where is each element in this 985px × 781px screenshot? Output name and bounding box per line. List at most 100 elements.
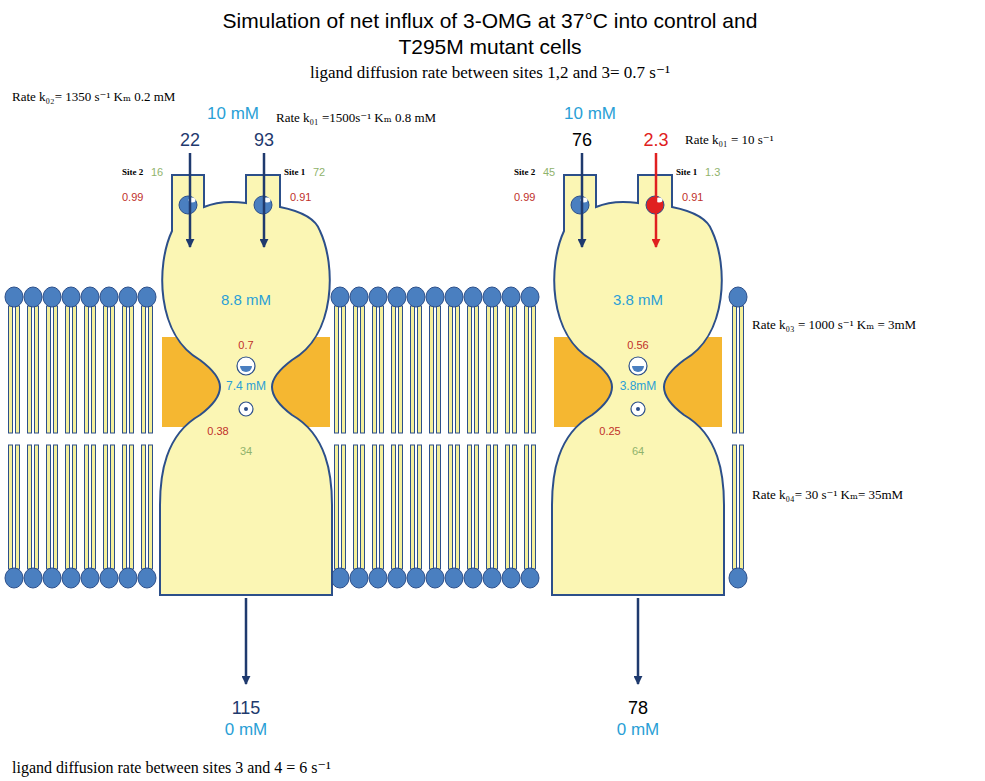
exit-site-dot xyxy=(636,407,640,411)
lipid-tail xyxy=(513,306,517,433)
lipid-tail xyxy=(354,306,358,433)
lipid-molecule xyxy=(369,287,387,588)
lipid-head xyxy=(407,287,425,307)
concentration-value: 3.8mM xyxy=(620,380,657,394)
lipid-tail xyxy=(733,445,737,569)
glucose-transporter: 8.8 mM0.77.4 mM0.3834 xyxy=(160,175,332,595)
lipid-tail xyxy=(130,306,134,433)
lipid-tail xyxy=(92,445,96,569)
lipid-tail xyxy=(354,445,358,569)
lipid-tail xyxy=(740,445,744,569)
site-name: Site 2 xyxy=(122,167,143,177)
flux-value: 78 xyxy=(628,698,648,719)
lipid-tail xyxy=(525,306,529,433)
lipid-head xyxy=(81,568,99,588)
lipid-tail xyxy=(47,445,51,569)
lipid-tail xyxy=(437,306,441,433)
lipid-head xyxy=(331,568,349,588)
lipid-head xyxy=(350,287,368,307)
concentration-value: 7.4 mM xyxy=(226,380,266,394)
lipid-tail xyxy=(111,306,115,433)
lipid-molecule xyxy=(81,287,99,588)
lipid-head xyxy=(100,287,118,307)
lipid-tail xyxy=(73,306,77,433)
lipid-tail xyxy=(142,445,146,569)
lipid-head xyxy=(24,568,42,588)
lipid-tail xyxy=(456,445,460,569)
lipid-tail xyxy=(54,306,58,433)
lipid-tail xyxy=(487,306,491,433)
lipid-head xyxy=(62,568,80,588)
concentration-value: 0.7 xyxy=(238,339,253,352)
lipid-tail xyxy=(85,445,89,569)
lipid-tail xyxy=(85,306,89,433)
transporter-body xyxy=(160,175,332,595)
lipid-tail xyxy=(392,306,396,433)
lipid-head xyxy=(369,287,387,307)
glucose-transporter: 3.8 mM0.563.8mM0.2564 xyxy=(552,175,724,595)
lipid-head xyxy=(445,287,463,307)
flux-value: 76 xyxy=(572,130,592,151)
lipid-tail xyxy=(494,445,498,569)
central-site xyxy=(629,357,647,375)
lipid-tail xyxy=(28,445,32,569)
occupancy-value: 1.3 xyxy=(705,166,720,179)
probability-value: 0.99 xyxy=(122,191,143,204)
lipid-head xyxy=(62,287,80,307)
lipid-head xyxy=(100,568,118,588)
outside-concentration: 10 mM xyxy=(207,104,259,124)
lipid-tail xyxy=(399,306,403,433)
lipid-tail xyxy=(392,445,396,569)
lipid-head xyxy=(502,287,520,307)
influx-arrow xyxy=(263,153,266,247)
lipid-tail xyxy=(380,445,384,569)
lipid-molecule xyxy=(729,287,747,588)
lipid-molecule xyxy=(119,287,137,588)
probability-value: 0.91 xyxy=(290,191,311,204)
site-name: Site 2 xyxy=(514,167,535,177)
lipid-tail xyxy=(506,306,510,433)
lipid-tail xyxy=(16,306,20,433)
lipid-head xyxy=(5,287,23,307)
lipid-tail xyxy=(418,306,422,433)
lipid-head xyxy=(388,287,406,307)
lipid-head xyxy=(350,568,368,588)
lipid-molecule xyxy=(5,287,23,588)
lipid-tail xyxy=(142,306,146,433)
lipid-tail xyxy=(16,445,20,569)
lipid-molecule xyxy=(350,287,368,588)
lipid-tail xyxy=(449,306,453,433)
lipid-tail xyxy=(104,306,108,433)
lipid-tail xyxy=(430,306,434,433)
probability-value: 0.91 xyxy=(682,191,703,204)
lipid-tail xyxy=(430,445,434,569)
lipid-head xyxy=(483,568,501,588)
lipid-head xyxy=(138,568,156,588)
lipid-tail xyxy=(361,445,365,569)
rate-constant: Rate k₀₁ =1500s⁻¹ Kₘ 0.8 mM xyxy=(276,111,436,126)
lipid-tail xyxy=(506,445,510,569)
lipid-tail xyxy=(35,445,39,569)
flux-value: 22 xyxy=(180,130,200,151)
exit-site xyxy=(239,402,253,416)
concentration-value: 34 xyxy=(240,445,252,458)
site-name: Site 1 xyxy=(284,167,305,177)
lipid-tail xyxy=(525,445,529,569)
efflux-arrow xyxy=(637,598,640,684)
probability-value: 0.99 xyxy=(514,191,535,204)
lipid-tail xyxy=(733,306,737,433)
influx-arrow xyxy=(189,153,192,247)
lipid-head xyxy=(388,568,406,588)
bound-ligand xyxy=(240,366,252,372)
flux-value: 93 xyxy=(254,130,274,151)
diffusion-note: ligand diffusion rate between sites 1,2 … xyxy=(310,63,670,83)
lipid-tail xyxy=(66,306,70,433)
lipid-tail xyxy=(437,445,441,569)
lipid-tail xyxy=(130,445,134,569)
lipid-tail xyxy=(513,445,517,569)
lipid-tail xyxy=(149,445,153,569)
occupancy-value: 16 xyxy=(151,166,163,179)
concentration-value: 0.25 xyxy=(599,425,620,438)
